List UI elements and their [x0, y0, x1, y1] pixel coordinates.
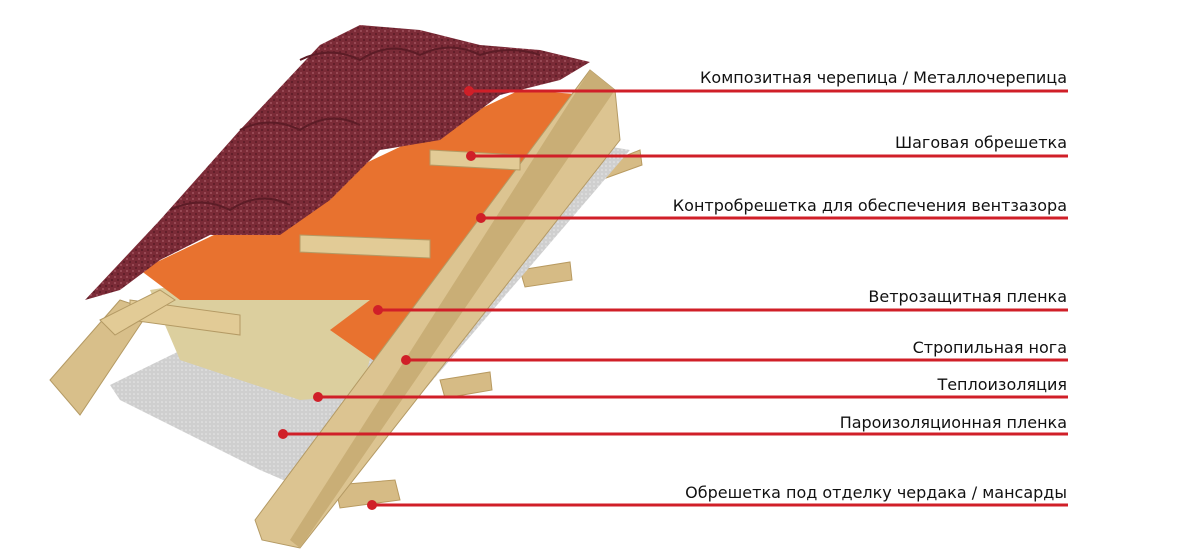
leader-dot: [464, 86, 474, 96]
label-counter-battens: Контробрешетка для обеспечения вентзазор…: [672, 196, 1067, 215]
label-vapor-barrier: Пароизоляционная пленка: [839, 413, 1067, 432]
label-rafter: Стропильная нога: [912, 338, 1067, 357]
label-insulation: Теплоизоляция: [937, 375, 1067, 394]
roof-tiles: [85, 25, 590, 300]
leader-lines: [278, 86, 1068, 510]
leader-dot: [373, 305, 383, 315]
label-finishing-battens: Обрешетка под отделку чердака / мансарды: [685, 483, 1067, 502]
label-composite-tile: Композитная черепица / Металлочерепица: [700, 68, 1067, 87]
leader-dot: [313, 392, 323, 402]
leader-dot: [476, 213, 486, 223]
label-wind-membrane: Ветрозащитная пленка: [868, 287, 1067, 306]
leader-dot: [466, 151, 476, 161]
label-step-battens: Шаговая обрешетка: [895, 133, 1067, 152]
leader-dot: [278, 429, 288, 439]
leader-dot: [401, 355, 411, 365]
tile-ridges: [169, 46, 541, 212]
battens: [99, 149, 521, 336]
leader-dot: [367, 500, 377, 510]
